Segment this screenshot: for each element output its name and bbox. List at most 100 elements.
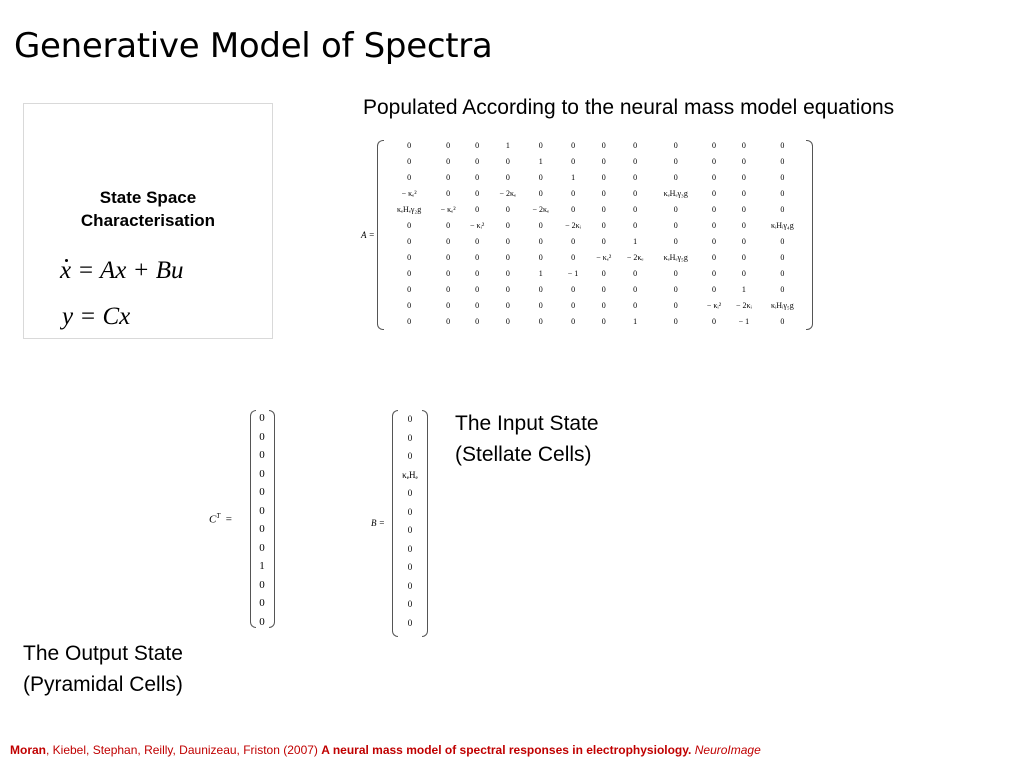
matrix-a-cell: − 2κₑ bbox=[626, 253, 644, 262]
matrix-a-cell: 0 bbox=[538, 301, 543, 310]
matrix-a-cell: 0 bbox=[633, 141, 638, 150]
matrix-a-cell: 0 bbox=[780, 141, 785, 150]
vector-c-left-bracket bbox=[250, 410, 256, 628]
matrix-a-cell: 0 bbox=[780, 317, 785, 326]
matrix-a-cell: − κᵢ² bbox=[706, 301, 722, 310]
matrix-a-cell: 0 bbox=[711, 157, 716, 166]
matrix-a-cell: 0 bbox=[633, 301, 638, 310]
matrix-a-cell: 0 bbox=[711, 253, 716, 262]
matrix-a-right-bracket bbox=[806, 140, 813, 330]
vector-b-entry: 0 bbox=[407, 543, 413, 554]
matrix-a-cell: 0 bbox=[475, 253, 480, 262]
matrix-a-cell: 0 bbox=[446, 253, 451, 262]
populated-caption: Populated According to the neural mass m… bbox=[363, 96, 895, 119]
matrix-a-cell: 0 bbox=[538, 141, 543, 150]
vector-c-entry: 0 bbox=[259, 412, 265, 424]
output-state-line1: The Output State bbox=[23, 642, 183, 665]
matrix-a-cell: 0 bbox=[505, 221, 510, 230]
matrix-a-cell: 0 bbox=[407, 269, 412, 278]
matrix-a-cell: − 1 bbox=[738, 317, 750, 326]
matrix-a-cell: 0 bbox=[505, 237, 510, 246]
state-space-heading-line1: State Space bbox=[99, 188, 197, 207]
state-space-heading: State Space Characterisation bbox=[23, 186, 273, 232]
matrix-a-cell: 0 bbox=[673, 301, 678, 310]
matrix-a-cell: 0 bbox=[505, 269, 510, 278]
matrix-a-cell: 0 bbox=[601, 157, 606, 166]
vector-c-entry: 0 bbox=[259, 578, 265, 591]
matrix-a-cell: 0 bbox=[780, 189, 785, 198]
matrix-a-cell: 0 bbox=[475, 285, 480, 294]
matrix-a-cell: 0 bbox=[571, 301, 576, 310]
matrix-a-cell: 0 bbox=[538, 173, 543, 182]
matrix-a-cell: 0 bbox=[538, 285, 543, 294]
state-space-heading-line2: Characterisation bbox=[80, 211, 216, 230]
matrix-a-cell: 0 bbox=[711, 237, 716, 246]
vector-c-entry: 0 bbox=[259, 615, 265, 628]
citation-paper-title: A neural mass model of spectral response… bbox=[321, 743, 692, 757]
matrix-a-cell: 0 bbox=[446, 157, 451, 166]
vector-c-entry: 0 bbox=[259, 467, 265, 480]
matrix-a-cell: 0 bbox=[601, 269, 606, 278]
matrix-a-cell: 0 bbox=[475, 189, 480, 198]
matrix-a-cell: 0 bbox=[673, 173, 678, 182]
output-state-caption: The Output State (Pyramidal Cells) bbox=[23, 638, 183, 700]
matrix-a-cell: 0 bbox=[673, 317, 678, 326]
matrix-a-cell: 0 bbox=[601, 221, 606, 230]
input-state-line1: The Input State bbox=[455, 412, 599, 435]
matrix-a-cell: 0 bbox=[538, 317, 543, 326]
matrix-a-cell: 0 bbox=[633, 221, 638, 230]
vector-c-entry: 0 bbox=[259, 486, 265, 498]
matrix-a-cell: 0 bbox=[741, 173, 746, 182]
matrix-a-cell: 0 bbox=[711, 189, 716, 198]
matrix-a-label: A = bbox=[361, 230, 375, 240]
matrix-a-cell: 0 bbox=[475, 317, 480, 326]
matrix-a-cell: 0 bbox=[505, 317, 510, 326]
matrix-a-cell: 0 bbox=[741, 237, 746, 246]
matrix-a-cell: 0 bbox=[475, 269, 480, 278]
vector-c-entry: 0 bbox=[259, 430, 265, 443]
matrix-a-cell: 0 bbox=[505, 205, 510, 214]
matrix-a-cell: − 1 bbox=[567, 269, 579, 278]
matrix-a-cell: 0 bbox=[505, 157, 510, 166]
output-equation: y = Cx bbox=[62, 303, 131, 330]
matrix-a-cell: 0 bbox=[505, 285, 510, 294]
matrix-a-cell: − κₑ² bbox=[596, 253, 612, 262]
vector-b-left-bracket bbox=[392, 410, 398, 637]
matrix-a-cell: 0 bbox=[446, 221, 451, 230]
matrix-a-cell: 1 bbox=[505, 141, 510, 150]
matrix-a-cell: 0 bbox=[407, 141, 412, 150]
state-equation-rhs: = Ax + Bu bbox=[71, 257, 184, 284]
vector-b-entry: 0 bbox=[407, 488, 413, 498]
matrix-a-cell: 0 bbox=[741, 253, 746, 262]
matrix-a-cell: 0 bbox=[505, 301, 510, 310]
matrix-a-cell: 0 bbox=[711, 141, 716, 150]
matrix-a-cell: 0 bbox=[601, 189, 606, 198]
matrix-a-cell: 0 bbox=[633, 173, 638, 182]
state-space-box bbox=[23, 103, 273, 339]
matrix-a-cell: 1 bbox=[538, 269, 543, 278]
matrix-a-cell: 0 bbox=[741, 221, 746, 230]
citation-authors: , Kiebel, Stephan, Reilly, Daunizeau, Fr… bbox=[46, 743, 322, 757]
matrix-a-cell: 0 bbox=[571, 237, 576, 246]
matrix-a-cell: 0 bbox=[601, 317, 606, 326]
matrix-a-cell: 0 bbox=[446, 301, 451, 310]
matrix-a-cell: 0 bbox=[571, 253, 576, 262]
matrix-a-cell: 0 bbox=[446, 141, 451, 150]
vector-b-entry: 0 bbox=[407, 414, 413, 424]
matrix-a-cell: 0 bbox=[407, 173, 412, 182]
vector-b-entry: 0 bbox=[407, 580, 413, 591]
matrix-a-cell: 0 bbox=[571, 189, 576, 198]
matrix-a-cell: κₑHₑγ₃g bbox=[663, 189, 688, 198]
matrix-a-cell: − 2κᵢ bbox=[735, 301, 752, 310]
matrix-a-cell: 0 bbox=[741, 141, 746, 150]
matrix-a-cell: 0 bbox=[601, 205, 606, 214]
matrix-a-cell: κᵢHᵢγ₅g bbox=[770, 301, 794, 310]
